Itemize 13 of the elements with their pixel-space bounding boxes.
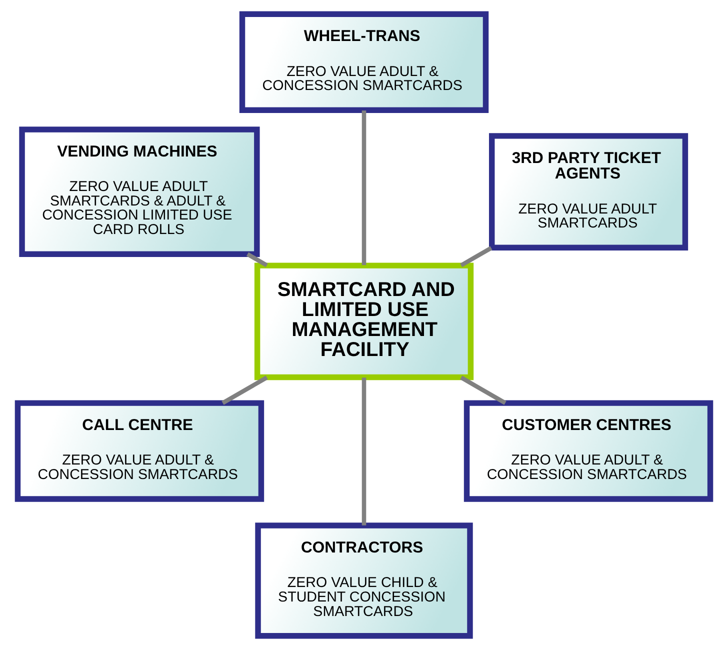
connector [361, 378, 366, 526]
node-box: WHEEL-TRANS ZERO VALUE ADULT & CONCESSION SMARTCARDS [238, 11, 488, 113]
connector [246, 252, 268, 268]
node-box: 3RD PARTY TICKET AGENTS ZERO VALUE ADULT SMARTCARDS [488, 133, 688, 251]
node-box: VENDING MACHINES ZERO VALUE ADULT SMARTCARDS & ADULT & CONCESSION LIMITED USE CARD ROLLS [18, 126, 260, 257]
node-box: CONTRACTORS ZERO VALUE CHILD & STUDENT CONCESSION SMARTCARDS [254, 522, 472, 639]
connector [460, 376, 506, 405]
connector [460, 246, 492, 268]
node-box: CALL CENTRE ZERO VALUE ADULT & CONCESSION SMARTCARDS [14, 400, 264, 502]
connector [221, 376, 268, 405]
connector [361, 110, 366, 266]
node-box: SMARTCARD AND LIMITED USE MANAGEMENT FACILITY [254, 262, 474, 380]
node-box: CUSTOMER CENTRES ZERO VALUE ADULT & CONCESSION SMARTCARDS [463, 400, 713, 502]
